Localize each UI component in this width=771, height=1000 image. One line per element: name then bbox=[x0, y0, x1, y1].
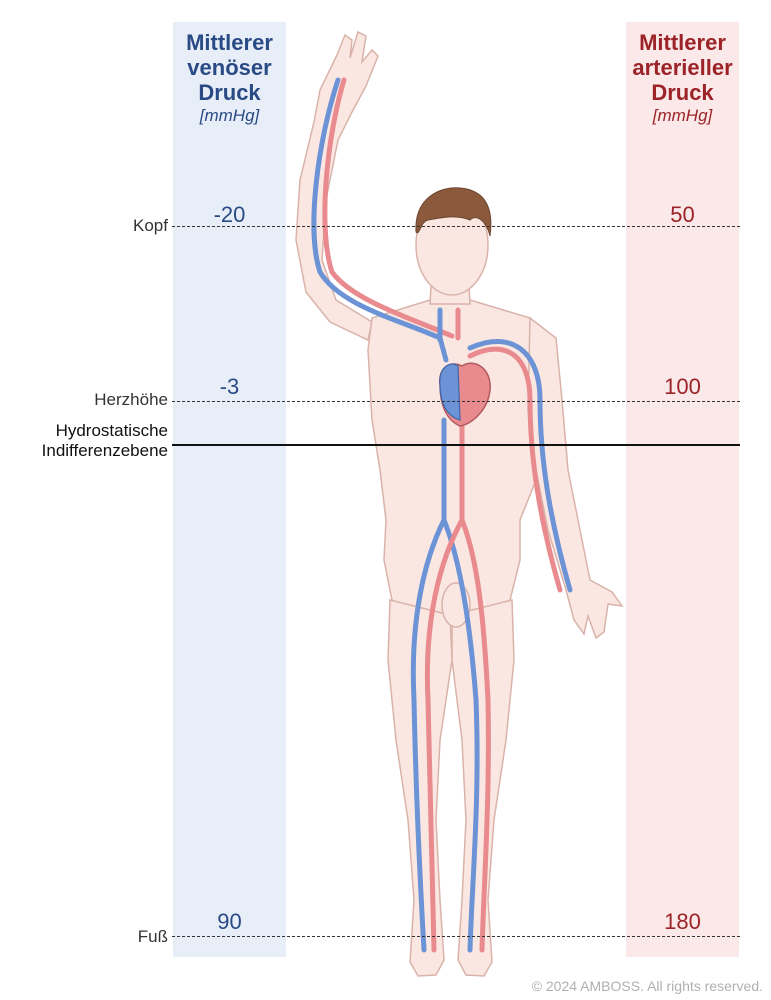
venous-value-foot: 90 bbox=[217, 909, 242, 934]
venous-title-1: Mittlerer bbox=[186, 30, 273, 55]
arterial-value-foot: 180 bbox=[664, 909, 701, 934]
heart-level-label: Herzhöhe bbox=[94, 390, 168, 409]
arterial-title-3: Druck bbox=[651, 80, 714, 105]
indifference-label-1: Hydrostatische bbox=[55, 421, 168, 440]
arterial-value-heart: 100 bbox=[664, 374, 701, 399]
arterial-title-1: Mittlerer bbox=[639, 30, 726, 55]
venous-column-header: Mittlerer venöser Druck [mmHg] bbox=[173, 30, 286, 127]
arterial-unit: [mmHg] bbox=[652, 106, 713, 125]
indifference-label-2: Indifferenzebene bbox=[41, 441, 168, 460]
arterial-pressure-column: Mittlerer arterieller Druck [mmHg] 50 10… bbox=[626, 22, 739, 957]
venous-title-3: Druck bbox=[198, 80, 261, 105]
venous-value-heart: -3 bbox=[219, 374, 240, 399]
indifference-plane-line bbox=[172, 444, 740, 446]
heart-level-line bbox=[172, 401, 740, 402]
heart-icon bbox=[439, 362, 491, 427]
venous-value-head: -20 bbox=[213, 202, 246, 227]
arterial-value-head: 50 bbox=[670, 202, 695, 227]
venous-unit: [mmHg] bbox=[199, 106, 260, 125]
venous-pressure-column: Mittlerer venöser Druck [mmHg] -20 -3 90 bbox=[173, 22, 286, 957]
foot-level-label: Fuß bbox=[137, 927, 168, 946]
arterial-column-header: Mittlerer arterieller Druck [mmHg] bbox=[626, 30, 739, 127]
head-level-label: Kopf bbox=[133, 216, 168, 235]
copyright-notice: © 2024 AMBOSS. All rights reserved. bbox=[531, 978, 763, 994]
head-level-line bbox=[172, 226, 740, 227]
foot-level-line bbox=[172, 936, 740, 937]
venous-title-2: venöser bbox=[187, 55, 272, 80]
arterial-title-2: arterieller bbox=[632, 55, 733, 80]
indifference-plane-label: Hydrostatische Indifferenzebene bbox=[42, 421, 168, 461]
